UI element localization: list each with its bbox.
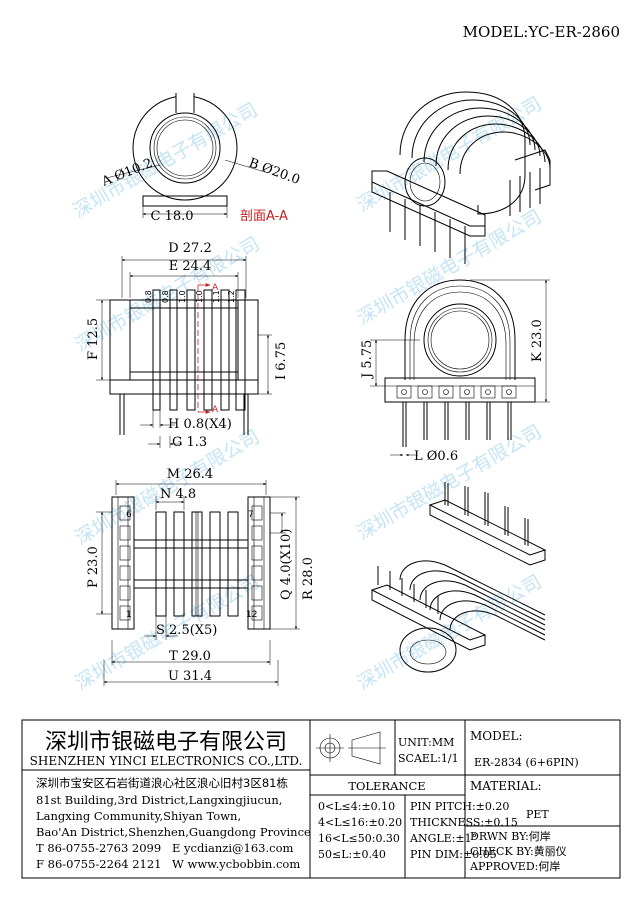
address-en-1: 81st Building,3rd District,Langxingjiucu… <box>36 793 282 807</box>
fin-label: 0.8 <box>161 290 170 303</box>
scale-label: SCAEL:1/1 <box>398 752 459 765</box>
tolerance-row: THICKNESS:±0.15 <box>410 816 518 829</box>
model-title: MODEL:YC-ER-2860 <box>463 23 620 41</box>
dim-n-label: N 4.8 <box>160 487 196 502</box>
fin-label: 1.0 <box>178 290 187 303</box>
material-value: PET <box>526 808 549 821</box>
email-address: E ycdianzi@163.com <box>172 841 293 855</box>
watermark-6: 深圳市银磁电子有限公司 <box>354 421 546 545</box>
side-pin-boxes <box>396 385 517 399</box>
dim-b-label: B Ø20.0 <box>247 156 302 188</box>
dim-g-label: G 1.3 <box>172 435 207 450</box>
section-view: A Ø10.2 B Ø20.0 C 18.0 剖面A-A <box>99 93 302 224</box>
dim-q-label: Q 4.0(X10) <box>279 529 294 600</box>
dim-r-label: R 28.0 <box>301 557 316 600</box>
watermark-1: 深圳市银磁电子有限公司 <box>70 99 262 223</box>
side-pins <box>402 402 512 447</box>
dim-c-label: C 18.0 <box>150 209 193 224</box>
pin-number-1: 1 <box>126 610 132 620</box>
right-pin-pads <box>251 505 263 621</box>
iso-top-pins <box>389 168 541 264</box>
fin-label: 0.8 <box>144 290 153 303</box>
phone-number: T 86-0755-2763 2099 <box>36 841 161 855</box>
tolerance-row: PIN PITCH:±0.20 <box>410 800 509 813</box>
section-label: 剖面A-A <box>240 209 288 224</box>
model-label: MODEL: <box>470 729 523 743</box>
dim-d-label: D 27.2 <box>168 241 212 256</box>
dim-l-label: L Ø0.6 <box>414 449 458 464</box>
approved-by: APPROVED:何岸 <box>469 860 560 873</box>
pin-number-6: 6 <box>126 510 132 520</box>
check-by: CHECK BY:黄丽仪 <box>470 844 567 858</box>
dim-p-label: P 23.0 <box>86 546 101 588</box>
isometric-bottom-view <box>370 482 547 673</box>
pin-number-12: 12 <box>246 610 257 620</box>
dim-j-label: J 5.75 <box>360 340 375 380</box>
cut-mark-top: A <box>212 283 219 293</box>
company-name-en: SHENZHEN YINCI ELECTRONICS CO.,LTD. <box>30 754 303 768</box>
isometric-top-view <box>371 91 551 264</box>
fax-number: F 86-0755-2264 2121 <box>36 857 162 871</box>
fin-label: 1.0 <box>195 290 204 303</box>
model-value: ER-2834 (6+6PIN) <box>474 756 579 769</box>
address-cn: 深圳市宝安区石岩街道浪心社区浪心旧村3区81栋 <box>36 776 288 790</box>
left-pin-pads <box>119 505 131 621</box>
pin-number-7: 7 <box>248 510 254 520</box>
tolerance-row: 50≤L:±0.40 <box>318 848 386 861</box>
side-view: J 5.75 K 23.0 L Ø0.6 <box>360 279 550 464</box>
fin-label: 1.2 <box>227 290 236 303</box>
company-name-cn: 深圳市银磁电子有限公司 <box>45 730 287 755</box>
front-view: 0.8 0.8 1.0 1.0 1.1 1.2 A A D 27.2 E 24.… <box>86 241 289 450</box>
tolerance-title: TOLERANCE <box>348 779 425 793</box>
tolerance-row: 4<L≤16:±0.20 <box>318 816 402 829</box>
website: W www.ycbobbin.com <box>172 857 300 871</box>
iso-bottom-front-pins <box>377 566 439 614</box>
front-fin-labels: 0.8 0.8 1.0 1.0 1.1 1.2 <box>144 290 236 303</box>
dim-h-label: H 0.8(X4) <box>168 417 232 432</box>
model-header: MODEL:YC-ER-2860 <box>463 23 620 41</box>
watermark-8: 深圳市银磁电子有限公司 <box>354 571 546 695</box>
dim-f-label: F 12.5 <box>86 318 101 360</box>
tolerance-row: 0<L≤4:±0.10 <box>318 800 395 813</box>
dim-e-label: E 24.4 <box>169 259 212 274</box>
dim-m-label: M 26.4 <box>167 467 213 482</box>
tolerance-row: 16<L≤50:0.30 <box>318 832 400 845</box>
drawn-by: DRWN BY:何岸 <box>470 830 551 843</box>
dim-i-label: I 6.75 <box>274 342 289 380</box>
bottom-view: 6 1 7 12 M 26.4 N 4.8 P 23.0 Q 4.0(X10) … <box>86 467 316 686</box>
dim-t-label: T 29.0 <box>169 649 211 664</box>
dim-s-label: S 2.5(X5) <box>156 623 217 638</box>
projection-symbol-icon <box>316 731 386 765</box>
material-label: MATERIAL: <box>470 779 542 793</box>
tolerance-row: ANGLE:±1° <box>409 832 477 845</box>
address-en-2: Langxing Community,Shiyan Town, <box>36 809 241 823</box>
address-en-3: Bao'An District,Shenzhen,Guangdong Provi… <box>36 825 311 839</box>
dim-u-label: U 31.4 <box>168 669 212 684</box>
tolerance-row: PIN DIM:±0.05 <box>410 848 497 861</box>
fin-label: 1.1 <box>212 290 221 303</box>
watermark-2: 深圳市银磁电子有限公司 <box>354 93 546 217</box>
dim-k-label: K 23.0 <box>530 319 545 362</box>
cut-mark-bottom: A <box>212 405 219 415</box>
title-block: 深圳市银磁电子有限公司 SHENZHEN YINCI ELECTRONICS C… <box>21 719 621 879</box>
iso-bottom-top-pins <box>444 482 529 546</box>
unit-label: UNIT:MM <box>398 736 454 749</box>
